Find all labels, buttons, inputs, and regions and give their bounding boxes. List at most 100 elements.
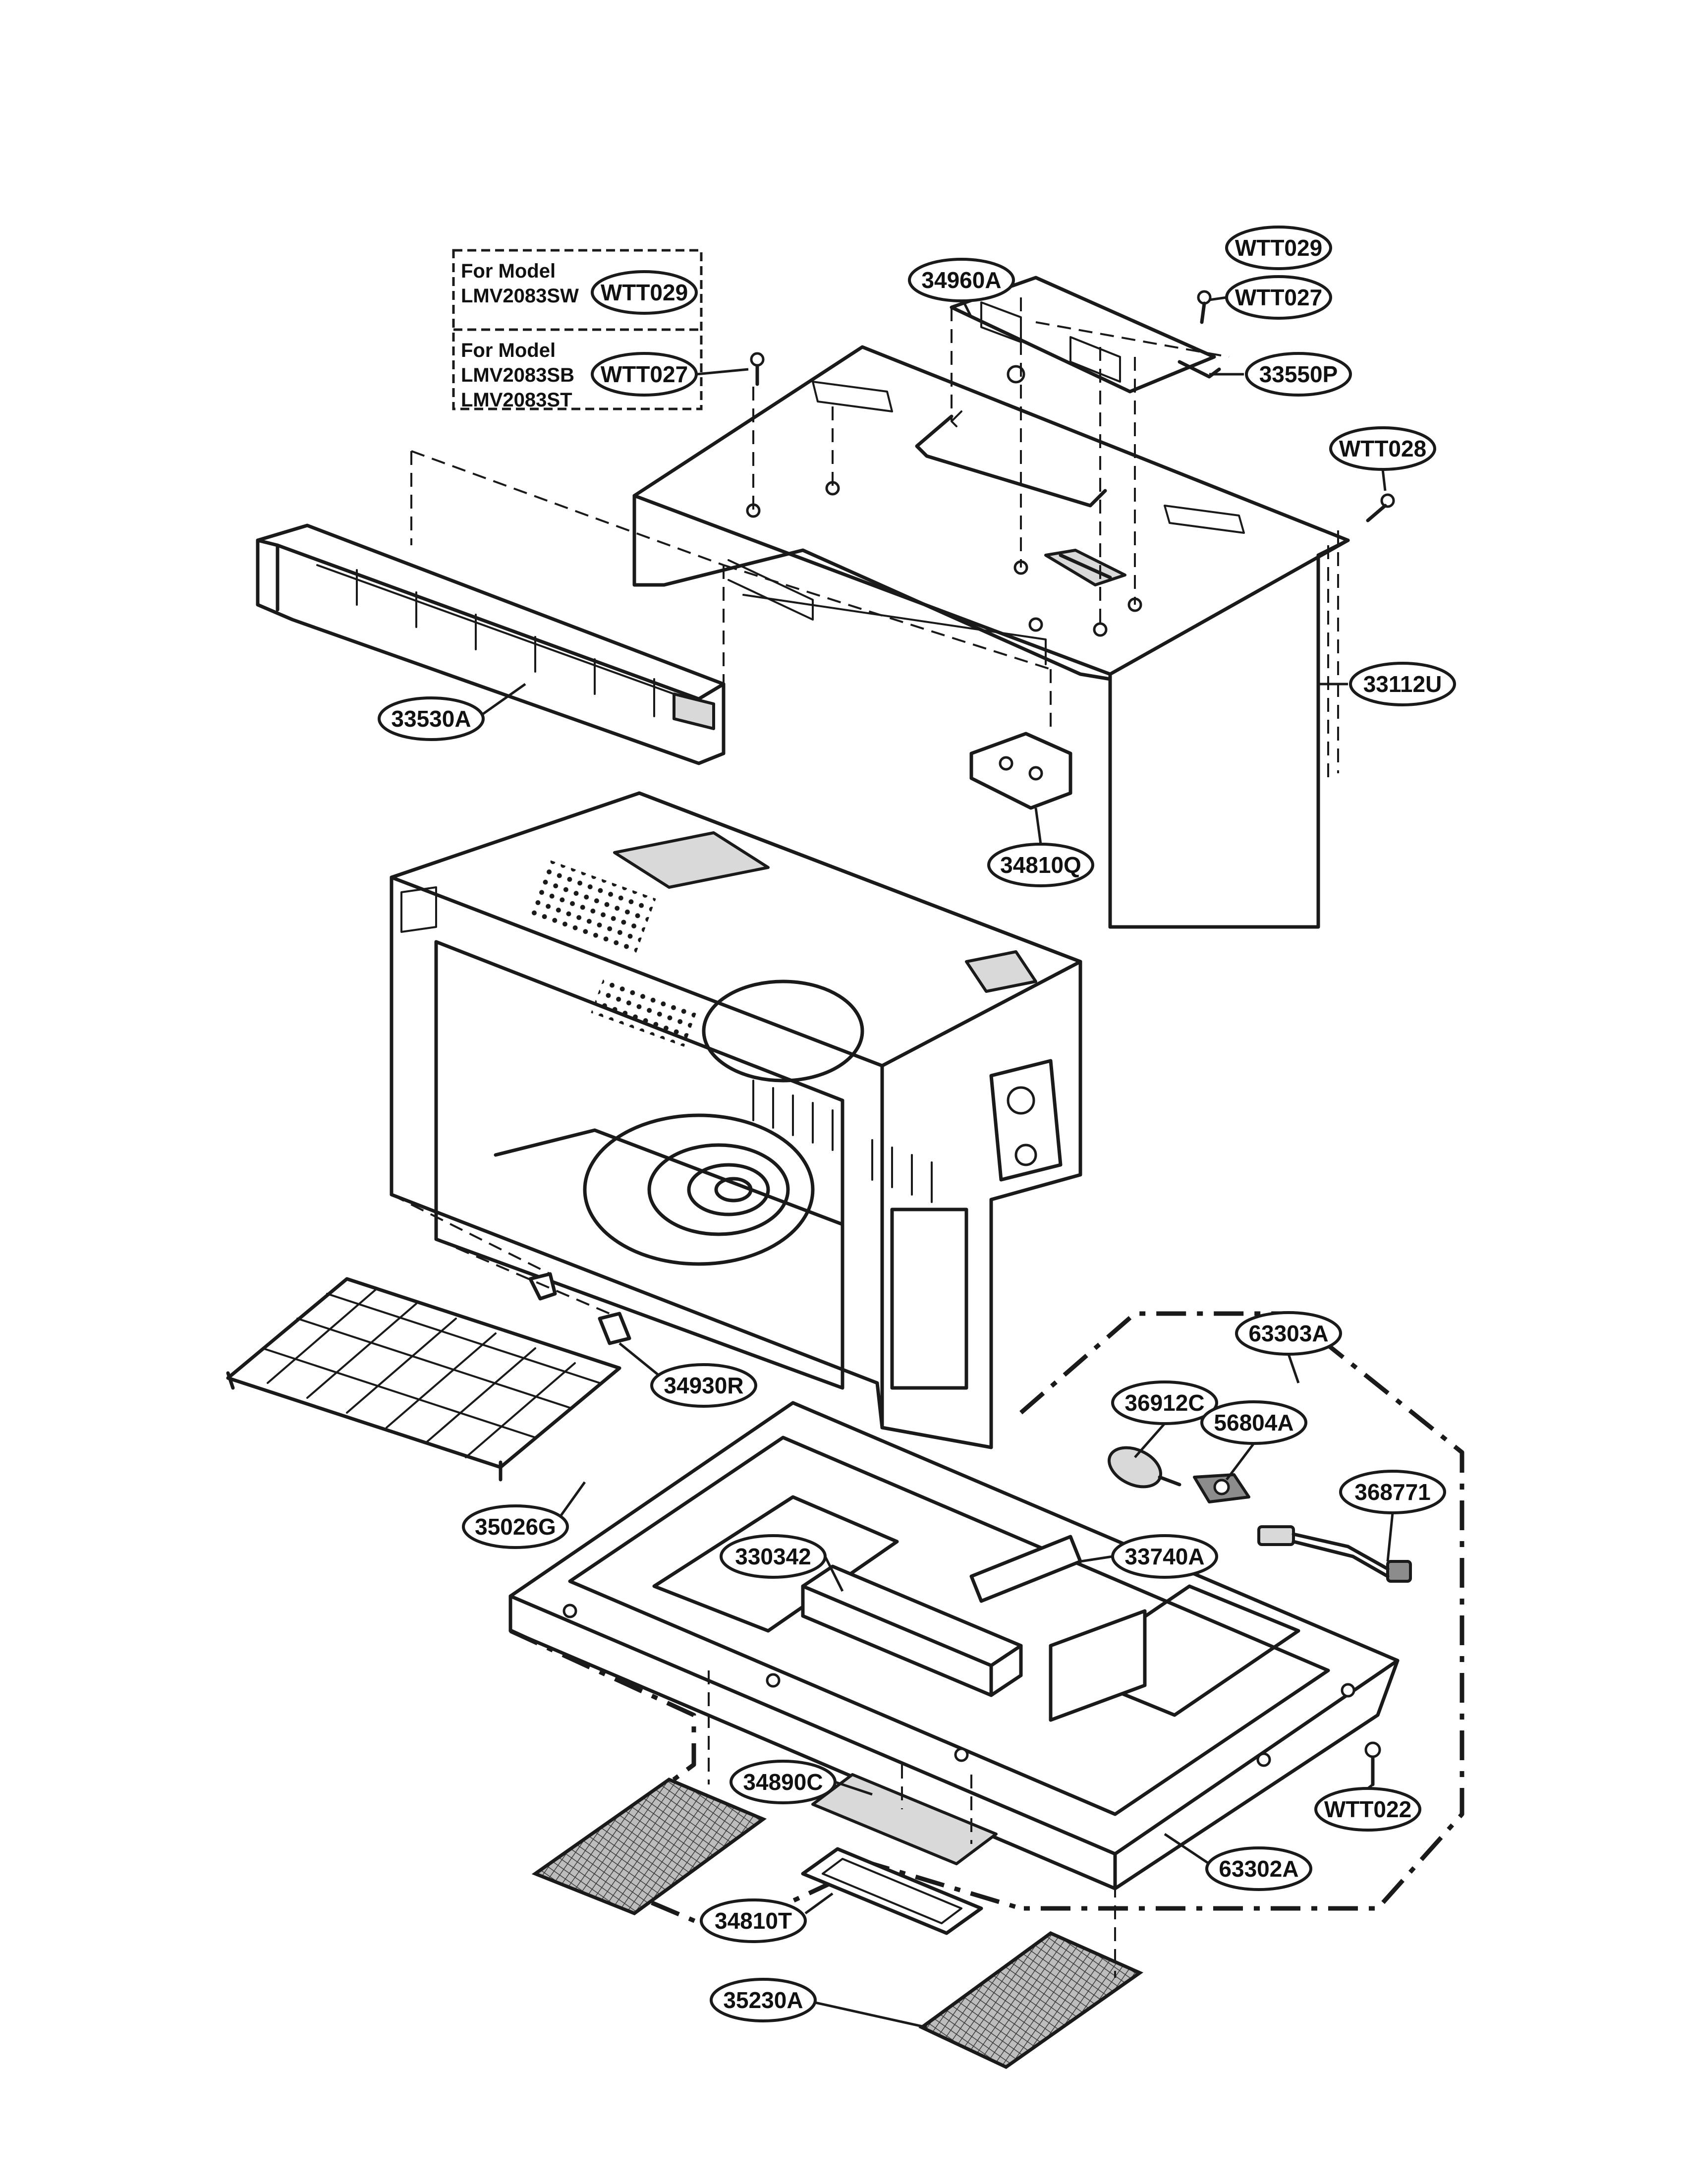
callout-label: 35026G <box>475 1514 556 1540</box>
waveguide-cover <box>801 1564 1023 1697</box>
callout-63302a: 63302A <box>1164 1833 1312 1891</box>
callout-leader <box>618 1342 660 1377</box>
callout-label: 56804A <box>1214 1410 1293 1436</box>
callout-label: 33530A <box>391 706 471 732</box>
callout-34960a: 34960A <box>908 258 1015 318</box>
callout-34810t: 34810T <box>700 1892 834 1943</box>
callout-leader <box>1134 1423 1166 1458</box>
callout-33530a: 33530A <box>378 683 526 741</box>
callout-label: 33550P <box>1259 361 1338 387</box>
outer-case <box>632 345 1350 929</box>
callout-36912c: 36912C <box>1111 1380 1218 1458</box>
vent-grille <box>256 523 726 765</box>
note-callout-wtt029: WTT029 <box>591 270 698 315</box>
callout-33740a: 33740A <box>1080 1534 1218 1579</box>
callout-ellipse <box>1235 1311 1342 1356</box>
callout-ellipse <box>710 1978 817 2022</box>
callout-ellipse <box>378 696 485 741</box>
model-note-box: For Model LMV2083SW For Model LMV2083SB … <box>452 249 749 411</box>
callout-ellipse <box>1111 1380 1218 1425</box>
note-row1-line2: LMV2083SW <box>461 285 579 307</box>
callout-63303a: 63303A <box>1235 1311 1342 1383</box>
callout-ellipse <box>1225 275 1332 320</box>
lamp-harness <box>1257 1525 1412 1583</box>
callout-leader <box>1226 1442 1255 1481</box>
callout-label: 33112U <box>1363 671 1442 697</box>
callout-label: 34810Q <box>1000 852 1081 878</box>
callout-ellipse <box>1314 1787 1421 1832</box>
note-row2-line2: LMV2083SB <box>461 364 574 386</box>
callout-label: 33740A <box>1124 1544 1204 1569</box>
grease-filter-right <box>918 1931 1144 2069</box>
callout-leader <box>1164 1833 1210 1865</box>
grease-filter-left <box>531 1778 767 1915</box>
callout-leader <box>482 683 526 715</box>
callout-label: 34960A <box>921 267 1001 293</box>
callout-34810q: 34810Q <box>987 807 1094 887</box>
callout-label: 36912C <box>1124 1390 1204 1416</box>
wire-rack <box>226 1277 621 1482</box>
lamp-socket <box>1193 1473 1250 1503</box>
callout-label: 63303A <box>1248 1321 1328 1346</box>
callout-leader <box>559 1481 586 1518</box>
callout-label: WTT029 <box>1235 235 1322 261</box>
wtt022-screw <box>1364 1741 1381 1786</box>
callout-leader <box>962 301 973 318</box>
callout-ellipse <box>908 258 1015 302</box>
note-row2-line3: LMV2083ST <box>461 389 572 411</box>
callout-ellipse <box>462 1504 569 1549</box>
callout-leader <box>1287 1354 1300 1383</box>
callout-leader <box>1386 1512 1394 1562</box>
callout-label: WTT022 <box>1324 1796 1411 1822</box>
screws-top <box>750 290 1395 522</box>
callout-label: 34810T <box>715 1908 792 1934</box>
callout-ellipse <box>1349 662 1456 706</box>
callout-wtt029: WTT029 <box>1225 226 1332 270</box>
callout-label: 63302A <box>1219 1856 1298 1882</box>
wire-channel <box>915 414 1107 508</box>
callout-33112u: 33112U <box>1318 662 1456 706</box>
callout-ellipse <box>1200 1400 1307 1445</box>
callout-ellipse <box>1329 426 1436 471</box>
callout-ellipse <box>650 1363 757 1408</box>
callout-label: 368771 <box>1354 1479 1431 1505</box>
callout-ellipse <box>720 1534 827 1579</box>
callout-leader <box>1381 469 1387 491</box>
note-row1-line1: For Model <box>461 260 556 282</box>
alignment-lines <box>391 297 1339 1978</box>
callout-wtt027: WTT027 <box>1209 275 1332 320</box>
note-callout-wtt027: WTT027 <box>591 352 698 397</box>
callout-ellipse <box>1205 1846 1312 1891</box>
lamp-bracket <box>969 1535 1147 1722</box>
callout-ellipse <box>987 843 1094 887</box>
case-bracket <box>969 732 1072 810</box>
callout-wtt022: WTT022 <box>1314 1783 1421 1832</box>
callout-leader <box>1034 807 1042 845</box>
callout-label: 34890C <box>743 1769 823 1795</box>
callout-ellipse <box>1225 226 1332 270</box>
callout-leader <box>1209 296 1227 301</box>
callout-34890c: 34890C <box>730 1760 873 1804</box>
callout-ellipse <box>700 1898 807 1943</box>
callout-33550p: 33550P <box>1209 352 1352 397</box>
svg-text:WTT029: WTT029 <box>601 280 688 305</box>
note-row2-line1: For Model <box>461 340 556 361</box>
callout-368771: 368771 <box>1339 1470 1446 1562</box>
lamp-assembly-outline <box>1019 1311 1464 1911</box>
callout-leader <box>835 1781 873 1796</box>
callout-wtt028: WTT028 <box>1329 426 1436 491</box>
callout-label: 34930R <box>664 1373 743 1398</box>
callout-ellipse <box>730 1760 837 1804</box>
callout-56804a: 56804A <box>1200 1400 1307 1481</box>
callout-leader <box>1080 1555 1113 1563</box>
callout-ellipse <box>1339 1470 1446 1514</box>
callout-leader <box>824 1555 844 1592</box>
callout-ellipse <box>1245 352 1352 397</box>
callout-leader <box>804 1892 834 1915</box>
callout-label: 330342 <box>735 1544 811 1569</box>
callout-label: WTT027 <box>1235 285 1322 310</box>
lamp-bulb <box>1108 1446 1181 1489</box>
callout-35026g: 35026G <box>462 1481 586 1549</box>
callout-35230a: 35230A <box>710 1978 927 2029</box>
